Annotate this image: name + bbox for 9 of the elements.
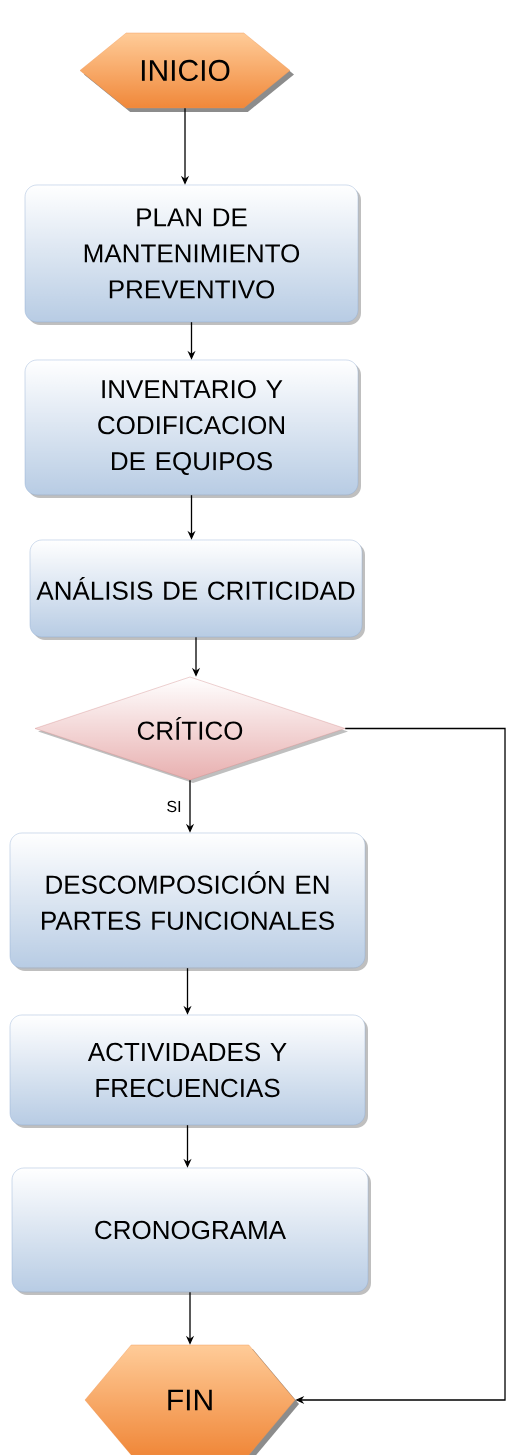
process-box: PLAN DE MANTENIMIENTO PREVENTIVO	[24, 184, 361, 325]
process-box: CRONOGRAMA	[11, 1167, 371, 1295]
edge-label: SI	[167, 800, 181, 813]
process-box: ACTIVIDADES Y FRECUENCIAS	[9, 1014, 368, 1128]
process-box: INVENTARIO Y CODIFICACION DE EQUIPOS	[24, 359, 361, 498]
process-box: ANÁLISIS DE CRITICIDAD	[29, 539, 365, 640]
process-box: DESCOMPOSICIÓN EN PARTES FUNCIONALES	[9, 832, 368, 971]
start-end-hexagon: FIN	[84, 1344, 299, 1455]
start-end-hexagon: INICIO	[79, 32, 294, 112]
